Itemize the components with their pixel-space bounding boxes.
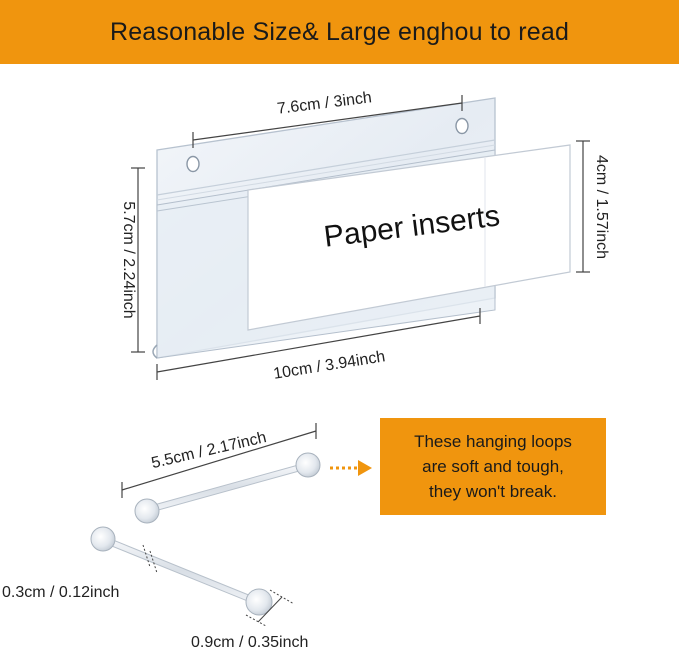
loop-head-label: 0.9cm / 0.35inch [191,634,309,651]
banner-title: Reasonable Size& Large enghou to read [109,17,570,46]
loop-thickness-label: 0.3cm / 0.12inch [2,584,120,601]
dim-left-label: 5.7cm / 2.24inch [120,201,137,318]
mount-hole-left [186,155,200,173]
mount-hole-right [455,117,469,135]
dim-right-label: 4cm / 1.57inch [593,155,610,259]
callout-line-3: they won't break. [429,482,557,501]
callout-arrow-icon [330,460,372,476]
hanging-loop-lower [90,526,273,616]
hanging-loop-upper [134,452,321,524]
product-illustration: Paper inserts 7.6cm / 3inch 5.7cm / 2.24… [90,89,610,627]
title-banner: Reasonable Size& Large enghou to read [0,0,679,64]
durability-callout: These hanging loops are soft and tough, … [380,418,606,515]
paper-insert [247,144,571,331]
dim-top-label: 7.6cm / 3inch [276,89,373,117]
dim-bottom-label: 10cm / 3.94inch [272,348,386,382]
callout-line-2: are soft and tough, [422,457,564,476]
callout-line-1: These hanging loops [414,432,572,451]
